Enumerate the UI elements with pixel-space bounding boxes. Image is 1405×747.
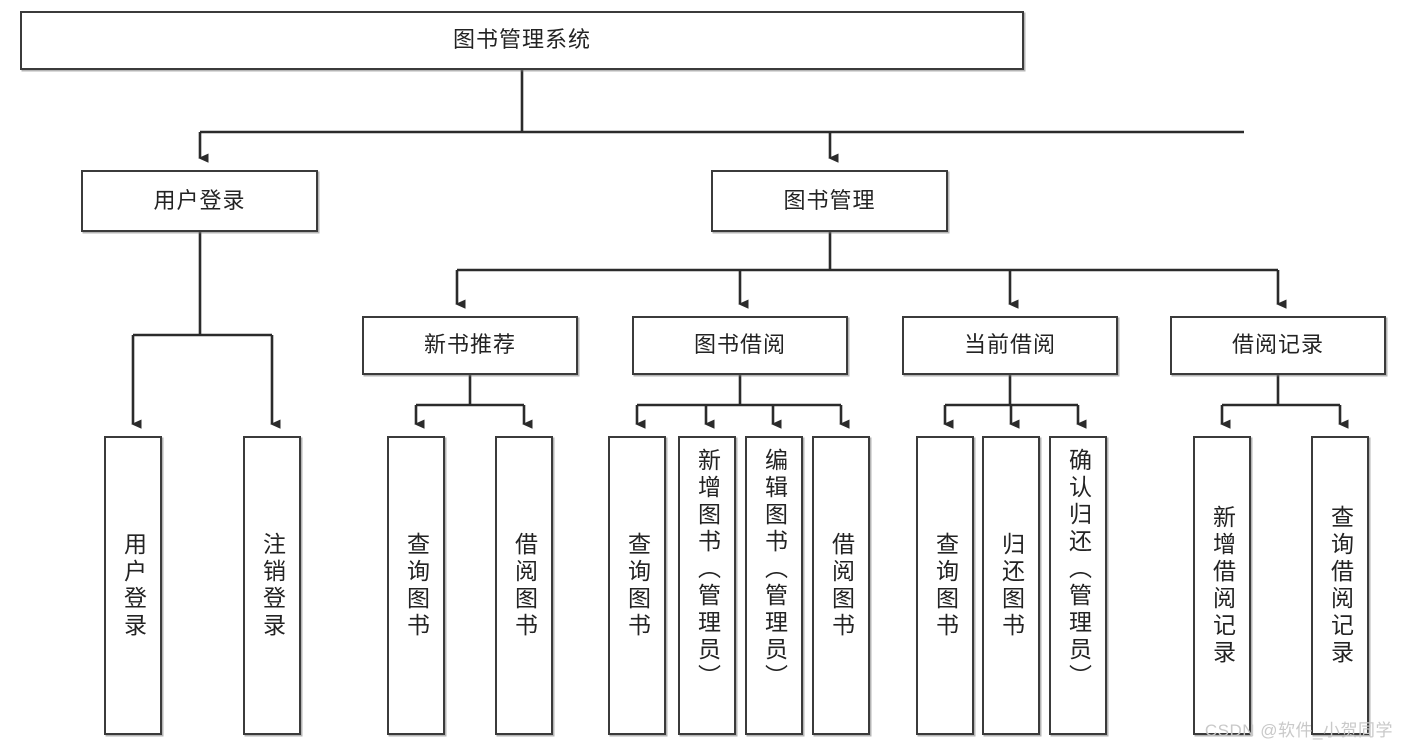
node-root[interactable]: 图书管理系统 [20, 11, 1024, 70]
watermark: CSDN @软件_小贺同学 [1204, 721, 1393, 740]
node-book-management-label: 图书管理 [783, 187, 876, 213]
node-leaf-borrow-book-2[interactable]: 借阅图书 [812, 436, 870, 735]
node-user-login[interactable]: 用户登录 [81, 170, 318, 232]
node-leaf-add-borrow-record[interactable]: 新增借阅记录 [1193, 436, 1251, 735]
node-borrow-record[interactable]: 借阅记录 [1170, 316, 1386, 375]
node-book-borrow[interactable]: 图书借阅 [632, 316, 848, 375]
node-book-management[interactable]: 图书管理 [711, 170, 948, 232]
node-leaf-add-book-admin-label: 新增图书（管理员） [694, 448, 721, 691]
node-leaf-user-login-label: 用户登录 [120, 531, 147, 640]
node-leaf-edit-book-admin-label: 编辑图书（管理员） [761, 448, 788, 691]
node-root-label: 图书管理系统 [452, 27, 591, 53]
node-current-borrow[interactable]: 当前借阅 [902, 316, 1118, 375]
node-leaf-edit-book-admin[interactable]: 编辑图书（管理员） [745, 436, 803, 735]
node-leaf-query-borrow-record[interactable]: 查询借阅记录 [1311, 436, 1369, 735]
node-leaf-query-borrow-record-label: 查询借阅记录 [1327, 504, 1354, 667]
node-leaf-query-book-2-label: 查询图书 [624, 531, 651, 640]
node-borrow-record-label: 借阅记录 [1231, 332, 1324, 358]
node-leaf-query-book-3[interactable]: 查询图书 [916, 436, 974, 735]
node-leaf-confirm-return-admin-label: 确认归还（管理员） [1065, 448, 1092, 691]
node-leaf-query-book-1[interactable]: 查询图书 [387, 436, 445, 735]
node-leaf-borrow-book-1-label: 借阅图书 [511, 531, 538, 640]
node-leaf-return-book[interactable]: 归还图书 [982, 436, 1040, 735]
node-leaf-add-book-admin[interactable]: 新增图书（管理员） [678, 436, 736, 735]
node-new-book-recommend-label: 新书推荐 [423, 332, 516, 358]
node-leaf-user-login[interactable]: 用户登录 [104, 436, 162, 735]
node-leaf-query-book-2[interactable]: 查询图书 [608, 436, 666, 735]
node-leaf-borrow-book-2-label: 借阅图书 [828, 531, 855, 640]
node-new-book-recommend[interactable]: 新书推荐 [362, 316, 578, 375]
node-leaf-logout[interactable]: 注销登录 [243, 436, 301, 735]
node-leaf-query-book-3-label: 查询图书 [932, 531, 959, 640]
node-leaf-logout-label: 注销登录 [259, 531, 286, 640]
node-leaf-borrow-book-1[interactable]: 借阅图书 [495, 436, 553, 735]
node-leaf-query-book-1-label: 查询图书 [403, 531, 430, 640]
node-leaf-add-borrow-record-label: 新增借阅记录 [1209, 504, 1236, 667]
node-leaf-return-book-label: 归还图书 [998, 531, 1025, 640]
node-user-login-label: 用户登录 [153, 187, 246, 213]
node-current-borrow-label: 当前借阅 [963, 332, 1056, 358]
node-leaf-confirm-return-admin[interactable]: 确认归还（管理员） [1049, 436, 1107, 735]
node-book-borrow-label: 图书借阅 [693, 332, 786, 358]
